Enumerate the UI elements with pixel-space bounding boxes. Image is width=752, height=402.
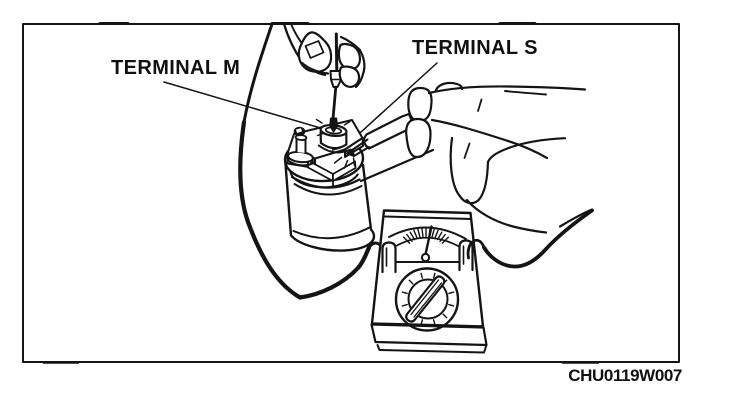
solenoid-stud-small <box>287 126 314 167</box>
leader-terminal-s <box>349 62 438 143</box>
meter-knob-bar <box>405 275 446 323</box>
meter-base <box>370 323 488 347</box>
meter-dial-outer <box>394 267 460 332</box>
probe-horizontal <box>331 112 416 169</box>
meter-scale-arc-inner <box>395 236 461 248</box>
meter-terminal-left <box>381 241 397 274</box>
hand-top <box>282 22 366 89</box>
wire-right <box>466 208 594 269</box>
meter-dial-inner <box>407 278 449 320</box>
figure-caption: CHU0119W007 <box>568 366 682 385</box>
meter-top-face <box>384 215 472 220</box>
solenoid <box>283 118 376 252</box>
probe-contact-marks-s <box>331 147 356 169</box>
meter-needle-pivot <box>420 252 431 263</box>
figure-frame <box>22 22 680 364</box>
hand-right <box>359 81 594 234</box>
probe-vertical-tip <box>329 117 338 133</box>
label-terminal-s: TERMINAL S <box>412 37 538 59</box>
multimeter <box>370 209 488 354</box>
meter-needle <box>424 225 433 256</box>
probe-contact-marks-m <box>315 118 351 137</box>
label-terminal-m: TERMINAL M <box>111 57 241 79</box>
meter-scale-arc-outer <box>388 226 467 240</box>
